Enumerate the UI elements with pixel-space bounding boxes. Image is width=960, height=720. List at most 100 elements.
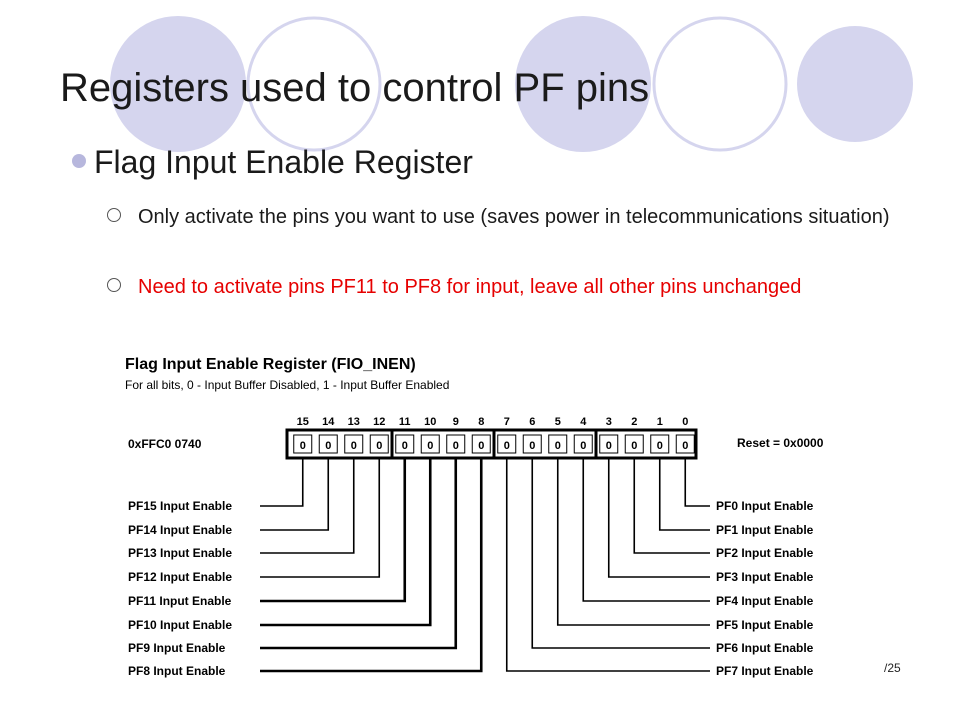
bit-cell-15 (293, 434, 313, 454)
wire-left-3 (260, 458, 381, 578)
bit-cell-11 (395, 434, 415, 454)
deco-circle-filled (797, 26, 913, 142)
bit-value-2: 0 (631, 440, 637, 452)
wire-left-2 (260, 458, 355, 554)
bit-number-9: 9 (453, 416, 459, 428)
bit-value-9: 0 (453, 440, 459, 452)
bit-number-14: 14 (322, 416, 335, 428)
bit-number-12: 12 (373, 416, 385, 428)
bit-value-12: 0 (376, 440, 382, 452)
deco-circle-ring (652, 16, 788, 152)
bit-cell-6 (522, 434, 542, 454)
wire-layer (260, 458, 710, 673)
wire-left-1 (260, 458, 330, 531)
bit-number-6: 6 (529, 416, 535, 428)
bit-number-13: 13 (348, 416, 360, 428)
bit-cell-9 (446, 434, 466, 454)
right-label-5: PF5 Input Enable (716, 618, 814, 632)
ring-bullet-icon (107, 208, 121, 222)
left-label-7: PF8 Input Enable (128, 664, 226, 678)
left-label-5: PF10 Input Enable (128, 618, 232, 632)
wire-right-7 (505, 458, 710, 672)
register-address: 0xFFC0 0740 (128, 437, 202, 451)
left-label-1: PF14 Input Enable (128, 523, 232, 537)
bit-value-4: 0 (580, 440, 586, 452)
wire-left-4 (260, 458, 407, 603)
left-label-6: PF9 Input Enable (128, 641, 226, 655)
deco-circle-filled (110, 16, 246, 152)
bullet-main-text: Flag Input Enable Register (94, 144, 473, 180)
deco-circle-ring (246, 16, 382, 152)
bit-value-15: 0 (300, 440, 306, 452)
wire-left-6 (260, 458, 458, 650)
bullet-dot-icon (72, 154, 86, 168)
bit-value-14: 0 (325, 440, 331, 452)
bit-value-11: 0 (402, 440, 408, 452)
bit-value-10: 0 (427, 440, 433, 452)
bit-number-10: 10 (424, 416, 436, 428)
register-subtitle: For all bits, 0 - Input Buffer Disabled,… (125, 378, 449, 392)
bit-cell-2 (624, 434, 644, 454)
wire-right-1 (658, 458, 710, 531)
bit-number-0: 0 (682, 416, 688, 428)
bit-cell-7 (497, 434, 517, 454)
right-label-4: PF4 Input Enable (716, 594, 814, 608)
right-label-2: PF2 Input Enable (716, 546, 814, 560)
left-label-2: PF13 Input Enable (128, 546, 232, 560)
bit-cell-1 (650, 434, 670, 454)
wire-left-5 (260, 458, 432, 627)
ring-bullet-icon (107, 278, 121, 292)
bit-value-7: 0 (504, 440, 510, 452)
right-label-0: PF0 Input Enable (716, 499, 814, 513)
wire-left-7 (260, 458, 483, 673)
sub-bullet-1-text: Only activate the pins you want to use (… (138, 206, 890, 228)
bit-value-3: 0 (606, 440, 612, 452)
bit-cell-13 (344, 434, 364, 454)
bit-value-13: 0 (351, 440, 357, 452)
bit-cell-14 (318, 434, 338, 454)
wire-right-5 (556, 458, 710, 626)
left-label-0: PF15 Input Enable (128, 499, 232, 513)
wire-left-0 (260, 458, 304, 507)
bit-number-15: 15 (297, 416, 309, 428)
bit-cell-4 (573, 434, 593, 454)
register-title: Flag Input Enable Register (FIO_INEN) (125, 356, 416, 373)
right-label-3: PF3 Input Enable (716, 570, 814, 584)
bit-number-11: 11 (399, 416, 411, 428)
bit-cell-10 (420, 434, 440, 454)
bit-cell-5 (548, 434, 568, 454)
bit-cell-8 (471, 434, 491, 454)
bit-number-5: 5 (555, 416, 561, 428)
bit-value-0: 0 (682, 440, 688, 452)
wire-right-6 (531, 458, 710, 649)
bit-cell-12 (369, 434, 389, 454)
left-label-3: PF12 Input Enable (128, 570, 232, 584)
left-label-4: PF11 Input Enable (128, 594, 232, 608)
bit-value-8: 0 (478, 440, 484, 452)
right-label-1: PF1 Input Enable (716, 523, 814, 537)
right-label-6: PF6 Input Enable (716, 641, 814, 655)
bit-number-3: 3 (606, 416, 612, 428)
bit-number-8: 8 (478, 416, 484, 428)
bit-value-5: 0 (555, 440, 561, 452)
bit-number-7: 7 (504, 416, 510, 428)
bit-number-2: 2 (631, 416, 637, 428)
bit-number-1: 1 (657, 416, 663, 428)
bit-value-1: 0 (657, 440, 663, 452)
wire-right-2 (633, 458, 710, 554)
bit-value-6: 0 (529, 440, 535, 452)
page-number: /25 (884, 661, 901, 675)
bit-cell-3 (599, 434, 619, 454)
register-reset: Reset = 0x0000 (737, 436, 824, 450)
deco-circle-filled (515, 16, 651, 152)
wire-right-4 (582, 458, 710, 602)
wire-right-0 (684, 458, 710, 507)
right-label-7: PF7 Input Enable (716, 664, 814, 678)
bit-cell-0 (675, 434, 695, 454)
sub-bullet-2-text: Need to activate pins PF11 to PF8 for in… (138, 276, 802, 298)
wire-right-3 (607, 458, 710, 578)
slide-title: Registers used to control PF pins (60, 66, 650, 110)
